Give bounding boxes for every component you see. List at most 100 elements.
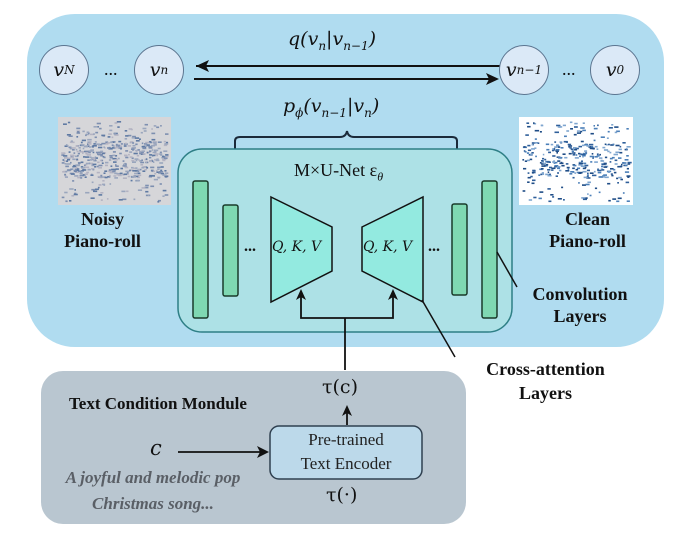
- piano-roll-note: [144, 186, 149, 189]
- piano-roll-note: [541, 165, 546, 167]
- piano-roll-note: [531, 142, 536, 144]
- piano-roll-note: [593, 125, 595, 127]
- piano-roll-note: [580, 153, 585, 156]
- node-v-N-base: v: [53, 59, 65, 81]
- piano-roll-note: [85, 133, 89, 136]
- piano-roll-note: [582, 144, 585, 147]
- piano-roll-note: [92, 163, 97, 166]
- piano-roll-note: [560, 156, 563, 159]
- piano-roll-note: [116, 173, 121, 176]
- piano-roll-note: [134, 137, 140, 139]
- piano-roll-note: [162, 195, 165, 197]
- piano-roll-note: [162, 155, 165, 158]
- piano-roll-note: [71, 168, 74, 170]
- piano-roll-note: [100, 174, 103, 177]
- piano-roll-note: [70, 140, 73, 142]
- piano-roll-note: [123, 163, 125, 166]
- piano-roll-note: [627, 176, 630, 178]
- clean-label-line2: Piano-roll: [549, 231, 626, 251]
- piano-roll-note: [526, 159, 530, 162]
- piano-roll-note: [615, 144, 620, 147]
- piano-roll-note: [160, 125, 162, 127]
- piano-roll-note: [157, 177, 160, 179]
- piano-roll-note: [157, 168, 160, 171]
- piano-roll-note: [102, 180, 105, 182]
- piano-roll-note: [86, 171, 89, 174]
- piano-roll-note: [73, 152, 76, 154]
- piano-roll-note: [163, 140, 166, 143]
- piano-roll-note: [110, 165, 113, 167]
- piano-roll-note: [577, 167, 581, 170]
- piano-roll-note: [580, 140, 584, 143]
- piano-roll-note: [574, 172, 576, 174]
- piano-roll-note: [117, 173, 121, 175]
- piano-roll-note: [132, 144, 136, 147]
- piano-roll-note: [64, 176, 68, 178]
- piano-roll-note: [616, 130, 620, 133]
- piano-roll-note: [570, 148, 574, 151]
- piano-roll-note: [105, 141, 109, 143]
- piano-roll-note: [526, 122, 530, 124]
- piano-roll-note: [596, 148, 599, 150]
- piano-roll-note: [77, 170, 82, 172]
- piano-roll-note: [603, 149, 609, 151]
- piano-roll-note: [145, 161, 148, 163]
- piano-roll-note: [82, 152, 84, 154]
- piano-roll-note: [134, 158, 139, 160]
- piano-roll-note: [556, 124, 561, 127]
- piano-roll-note: [591, 146, 594, 148]
- piano-roll-note: [552, 161, 555, 163]
- piano-roll-note: [84, 164, 86, 167]
- piano-roll-note: [64, 173, 66, 176]
- piano-roll-note: [118, 140, 122, 143]
- piano-roll-note: [547, 174, 552, 177]
- piano-roll-note: [141, 166, 145, 169]
- piano-roll-note: [142, 153, 146, 155]
- piano-roll-note: [145, 158, 148, 160]
- piano-roll-note: [526, 152, 530, 154]
- piano-roll-note: [111, 144, 114, 146]
- piano-roll-note: [81, 167, 85, 169]
- piano-roll-note: [77, 152, 80, 155]
- piano-roll-note: [593, 139, 596, 142]
- piano-roll-note: [123, 145, 127, 147]
- piano-roll-note: [120, 167, 123, 170]
- piano-roll-note: [586, 145, 590, 147]
- piano-roll-note: [69, 141, 74, 143]
- piano-roll-note: [617, 197, 622, 200]
- piano-roll-note: [81, 144, 85, 146]
- piano-roll-note: [587, 193, 589, 195]
- piano-roll-note: [115, 168, 119, 170]
- piano-roll-note: [102, 152, 105, 155]
- piano-roll-note: [99, 159, 102, 162]
- piano-roll-note: [131, 166, 134, 169]
- piano-roll-note: [72, 158, 76, 161]
- piano-roll-note: [111, 147, 116, 149]
- piano-roll-note: [131, 157, 134, 159]
- piano-roll-note: [574, 157, 579, 159]
- piano-roll-note: [622, 162, 627, 164]
- piano-roll-note: [613, 153, 618, 156]
- piano-roll-note: [607, 182, 611, 185]
- piano-roll-note: [108, 174, 111, 177]
- piano-roll-note: [75, 164, 80, 166]
- piano-roll-note: [75, 148, 78, 151]
- piano-roll-note: [594, 187, 598, 190]
- encoder-output-arrowhead: [342, 405, 352, 416]
- piano-roll-note: [557, 172, 559, 174]
- piano-roll-note: [573, 133, 577, 136]
- piano-roll-note: [77, 154, 79, 157]
- piano-roll-note: [533, 122, 537, 125]
- piano-roll-note: [72, 147, 76, 149]
- piano-roll-note: [101, 162, 104, 164]
- piano-roll-note: [97, 152, 101, 155]
- piano-roll-note: [527, 144, 531, 147]
- piano-roll-note: [72, 180, 75, 182]
- piano-roll-note: [552, 148, 555, 150]
- piano-roll-note: [626, 155, 629, 157]
- piano-roll-note: [143, 145, 148, 147]
- piano-roll-note: [546, 161, 550, 163]
- piano-roll-note: [580, 165, 586, 167]
- piano-roll-note: [132, 149, 135, 151]
- encoder-line1: Pre-trained: [308, 430, 384, 449]
